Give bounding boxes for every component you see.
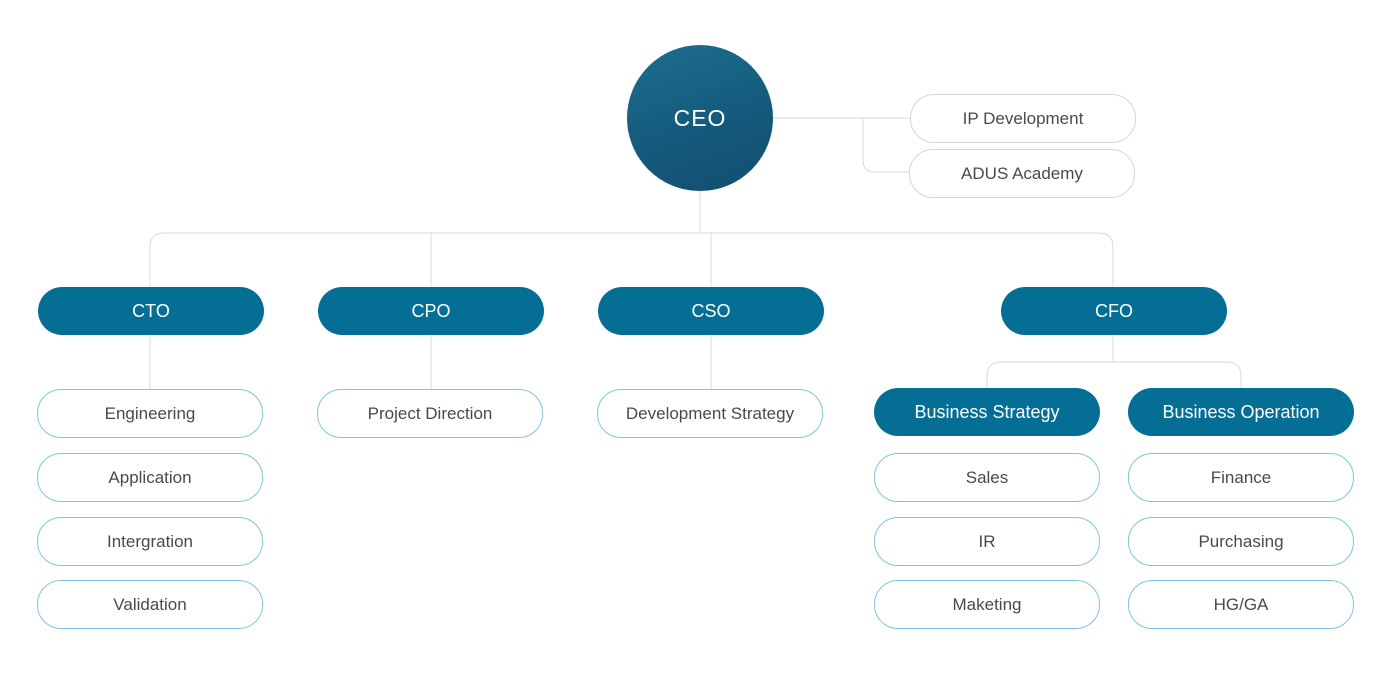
division-business-operation: Business Operation	[1128, 388, 1354, 436]
unit-integration: Intergration	[37, 517, 263, 566]
unit-engineering: Engineering	[37, 389, 263, 438]
unit-purchasing: Purchasing	[1128, 517, 1354, 566]
connector-staff-branch	[862, 118, 910, 173]
staff-ip-development: IP Development	[910, 94, 1136, 143]
unit-finance: Finance	[1128, 453, 1354, 502]
exec-cso: CSO	[598, 287, 824, 335]
unit-project-direction: Project Direction	[317, 389, 543, 438]
division-business-strategy: Business Strategy	[874, 388, 1100, 436]
exec-cfo: CFO	[1001, 287, 1227, 335]
exec-cto: CTO	[38, 287, 264, 335]
unit-ir: IR	[874, 517, 1100, 566]
unit-sales: Sales	[874, 453, 1100, 502]
unit-application: Application	[37, 453, 263, 502]
ceo-node: CEO	[627, 45, 773, 191]
staff-adus-academy: ADUS Academy	[909, 149, 1135, 198]
unit-development-strategy: Development Strategy	[597, 389, 823, 438]
connector-cfo-bus	[986, 361, 1242, 389]
exec-cpo: CPO	[318, 287, 544, 335]
connector-exec-bus	[149, 232, 1114, 288]
unit-validation: Validation	[37, 580, 263, 629]
unit-marketing: Maketing	[874, 580, 1100, 629]
unit-hg-ga: HG/GA	[1128, 580, 1354, 629]
